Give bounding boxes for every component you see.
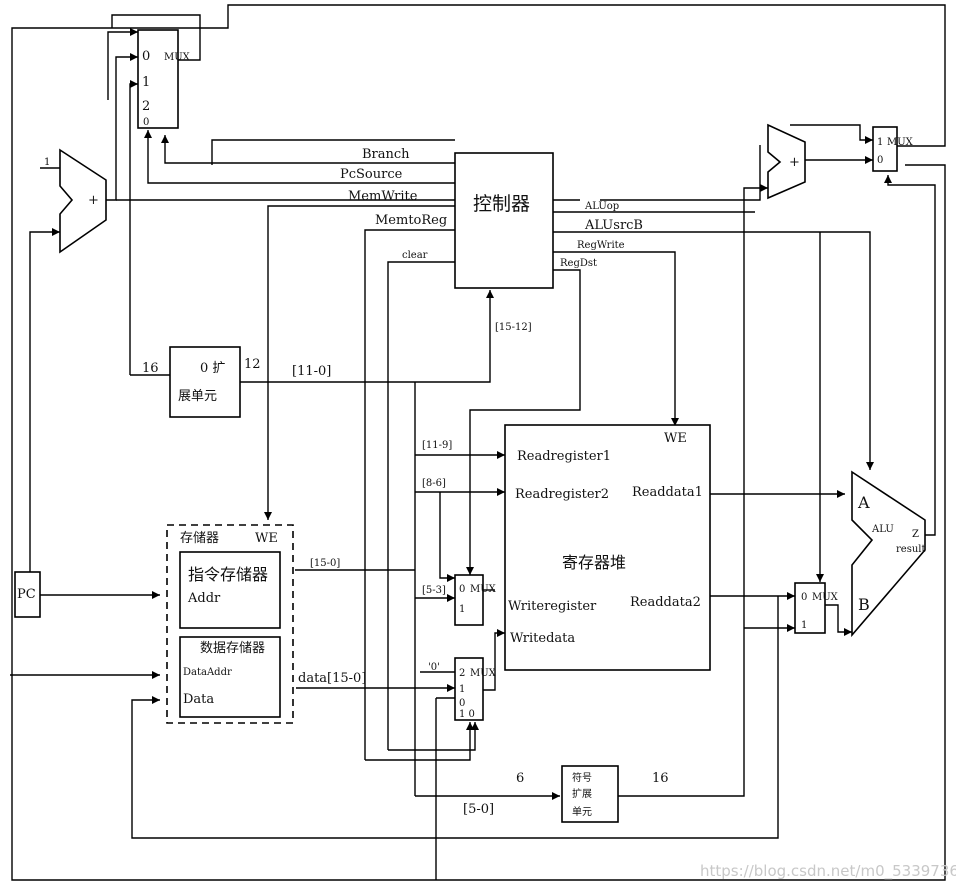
control-unit-box xyxy=(454,152,554,289)
alu-z-label: Z xyxy=(912,529,919,540)
instr-field: [15-0] xyxy=(310,558,340,569)
branch-mux-i1: 1 xyxy=(877,137,883,148)
branch-mux-name: MUX xyxy=(887,137,914,148)
alu-b-mux: 0 1 MUX xyxy=(794,582,839,634)
alu-b-label: B xyxy=(858,595,870,614)
alu-result-label: result xyxy=(896,544,926,555)
regfile-rr2: Readregister2 xyxy=(515,487,609,502)
pc-mux-name: MUX xyxy=(164,52,191,63)
label-memtoreg: MemtoReg xyxy=(375,213,447,228)
pc-mux-i0: 0 xyxy=(142,49,150,64)
label-alusrcb: ALUsrcB xyxy=(584,218,643,233)
wr-mux-i0: 0 xyxy=(459,584,465,595)
field-rr2: [8-6] xyxy=(422,478,446,489)
pc-mux-i2: 2 xyxy=(142,99,150,114)
pc-adder-const: 1 xyxy=(44,157,50,168)
label-regwrite: RegWrite xyxy=(577,240,625,251)
wd-mux-i2: 2 xyxy=(459,668,465,679)
label-pcsource: PcSource xyxy=(340,167,403,182)
sign-ext-line2: 扩展 xyxy=(572,787,592,800)
alub-mux-name: MUX xyxy=(812,592,839,603)
sign-ext-line1: 符号 xyxy=(572,771,592,784)
field-wr: [5-3] xyxy=(422,585,446,596)
write-data-mux: 2 1 0 1 0 MUX xyxy=(454,657,497,721)
regfile-wr: Writeregister xyxy=(508,599,597,614)
label-regdst: RegDst xyxy=(560,258,597,269)
register-file: WE Readregister1 Readregister2 Readdata1… xyxy=(504,424,711,671)
memory-title: 存储器 xyxy=(180,531,219,546)
zero-ext-line2: 展单元 xyxy=(178,389,217,404)
dmem-data: Data xyxy=(183,692,214,707)
regfile-rd1: Readdata1 xyxy=(632,485,703,500)
zero-ext-line1: 0 扩 xyxy=(200,361,225,376)
zero-extend-unit: 0 扩 展单元 xyxy=(169,346,241,418)
wd-mux-i1: 1 xyxy=(459,684,465,695)
pc-mux-i1: 1 xyxy=(142,75,150,90)
zero-ext-field: [11-0] xyxy=(292,364,331,379)
branch-adder: + xyxy=(767,123,806,200)
arrowheads xyxy=(52,28,892,800)
alu: A B ALU Z result xyxy=(851,470,926,638)
wd-mux-const: '0' xyxy=(428,662,440,673)
pc-label: PC xyxy=(17,587,36,602)
zero-ext-in-width: 16 xyxy=(142,361,159,376)
regfile-we: WE xyxy=(664,431,687,446)
write-register-mux: 0 1 MUX xyxy=(454,574,497,626)
data-field: data[15-0] xyxy=(298,671,366,686)
imem-title: 指令存储器 xyxy=(188,565,268,584)
alub-mux-i0: 0 xyxy=(801,592,807,603)
sign-ext-in-width: 6 xyxy=(516,771,524,786)
sign-extend-unit: 符号 扩展 单元 xyxy=(561,765,619,823)
alub-mux-i1: 1 xyxy=(801,620,807,631)
wd-mux-name: MUX xyxy=(470,668,497,679)
zero-ext-out-width: 12 xyxy=(244,357,261,372)
memory-unit: 存储器 WE 指令存储器 Addr 数据存储器 DataAddr Data xyxy=(166,524,294,724)
label-clear: clear xyxy=(402,250,428,261)
wr-mux-name: MUX xyxy=(470,584,497,595)
label-memwrite: MemWrite xyxy=(348,189,418,204)
ctrl-field: [15-12] xyxy=(495,322,532,333)
dmem-addr: DataAddr xyxy=(183,667,232,678)
sign-ext-line3: 单元 xyxy=(572,806,592,818)
watermark: https://blog.csdn.net/m0_53397360 xyxy=(700,862,956,881)
control-unit: 控制器 xyxy=(454,152,554,289)
field-rr1: [11-9] xyxy=(422,440,452,451)
data-memory-box xyxy=(179,636,281,718)
memory-we: WE xyxy=(255,531,278,546)
sign-ext-out-width: 16 xyxy=(652,771,669,786)
wr-mux-i1: 1 xyxy=(459,604,465,615)
branch-adder-op: + xyxy=(789,155,800,170)
alu-a-label: A xyxy=(857,493,870,512)
pc-adder-op: + xyxy=(88,193,99,208)
pc-register: PC xyxy=(14,571,41,618)
pc-mux: 0 1 2 0 MUX xyxy=(137,29,191,129)
pc-mux-low: 0 xyxy=(143,117,149,128)
branch-mux-i0: 0 xyxy=(877,155,883,166)
instruction-memory-box xyxy=(179,551,281,629)
wd-mux-i0: 0 xyxy=(459,698,465,709)
control-unit-label: 控制器 xyxy=(473,193,530,215)
regfile-title: 寄存器堆 xyxy=(562,553,626,572)
imem-addr: Addr xyxy=(187,591,221,606)
label-aluop: ALUop xyxy=(584,201,619,212)
regfile-wd: Writedata xyxy=(510,631,575,646)
regfile-rd2: Readdata2 xyxy=(630,595,701,610)
branch-mux: 1 0 MUX xyxy=(872,126,914,172)
sign-ext-field: [5-0] xyxy=(463,802,494,817)
wd-mux-sel: 1 0 xyxy=(459,709,475,720)
regfile-rr1: Readregister1 xyxy=(517,449,611,464)
label-branch: Branch xyxy=(362,147,410,162)
dmem-title: 数据存储器 xyxy=(200,641,265,656)
alu-name: ALU xyxy=(871,524,894,535)
pc-adder: + 1 xyxy=(44,148,107,254)
